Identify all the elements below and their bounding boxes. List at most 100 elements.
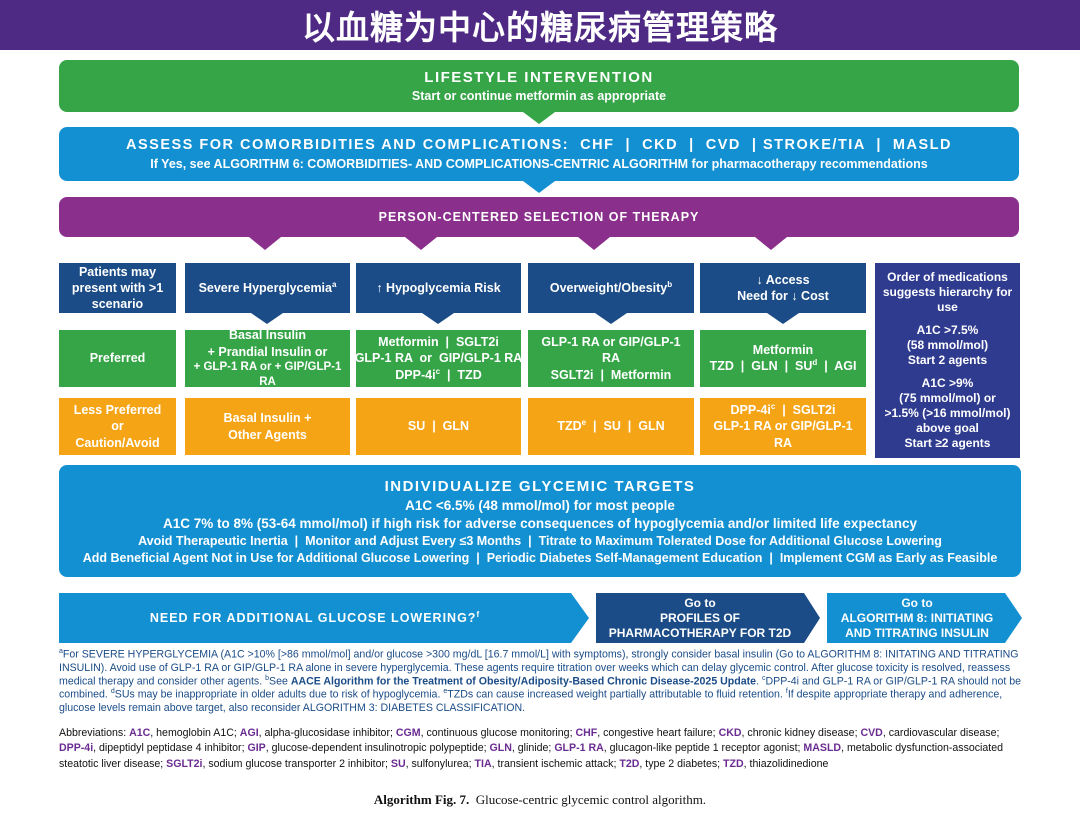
order-line6: (75 mmol/mol) or [899,391,996,405]
lifestyle-intervention-box: LIFESTYLE INTERVENTION Start or continue… [59,60,1019,124]
goto-algorithm8-line3: AND TITRATING INSULIN [845,625,989,640]
less-hypoglycemia-cell: SU | GLN [356,398,521,455]
abbreviation-definition: , congestive heart failure; [597,727,719,739]
footnote-b-marker: b [265,674,270,682]
preferred-label: Preferred [89,351,146,366]
less-preferred-label: Less Preferred or Caution/Avoid [73,403,162,450]
less-obesity-line1: TZDe | SU | GLN [557,418,665,434]
order-line7: >1.5% (>16 mmol/mol) [884,406,1011,420]
need-lowering-arrow-shape [59,593,589,643]
less-preferred-label-cell: Less Preferred or Caution/Avoid [59,398,176,455]
footnote-b-link[interactable]: AACE Algorithm for the Treatment of Obes… [290,675,757,688]
footnote-e-marker: e [443,688,448,696]
goto-algorithm8-line1: Go to [901,595,933,610]
col-header-hypoglycemia-risk: ↑ Hypoglycemia Risk [356,263,521,324]
col-header-severe-hyperglycemia-text: Severe Hyperglycemiaa [198,279,337,295]
footnote-a-marker: a [59,648,63,655]
abbreviation-term: TIA [474,757,492,770]
goto-profiles-line3: PHARMACOTHERAPY FOR T2D [608,625,792,640]
goto-profiles-line1: Go to [684,595,716,610]
col-1-arrow [251,313,283,324]
preferred-hypo-line1: Metformin | SGLT2i [378,335,499,350]
preferred-severe-line2: + Prandial Insulin or [207,344,328,359]
footnote-e-text: TZDs can cause increased weight partiall… [447,688,783,701]
person-arrow-2 [405,237,437,250]
less-obesity-cell: TZDe | SU | GLN [528,398,694,455]
preferred-cost-cell: Metformin TZD | GLN | SUd | AGI [700,330,866,387]
abbreviation-definition: , glucagon-like peptide 1 receptor agoni… [603,742,804,755]
abbreviation-term: GIP [247,742,266,755]
abbreviation-term: MASLD [803,742,842,755]
less-severe-cell: Basal Insulin + Other Agents [185,398,350,455]
col-header-access-cost: ↓ Access Need for ↓ Cost [700,263,866,324]
footnotes: aFor SEVERE HYPERGLYCEMIA (A1C >10% [>86… [59,648,1025,715]
col-header-hypoglycemia-risk-text: ↑ Hypoglycemia Risk [376,280,501,295]
abbreviation-definition: , metabolic dysfunction-associated steat… [59,742,1004,770]
col-header-severe-hyperglycemia: Severe Hyperglycemiaa [185,263,350,324]
order-line9: Start ≥2 agents [904,436,991,450]
row-header-scenario-text: Patients may present with >1 scenario [71,264,164,312]
targets-line3: Avoid Therapeutic Inertia | Monitor and … [138,533,942,548]
footnote-d-marker: d [110,688,115,696]
abbreviation-term: CGM [395,727,421,739]
goto-algorithm8-arrow: Go to ALGORITHM 8: INITIATING AND TITRAT… [827,593,1007,643]
targets-line2: A1C 7% to 8% (53-64 mmol/mol) if high ri… [163,515,917,531]
lifestyle-arrow [523,112,555,124]
person-arrow-4 [755,237,787,250]
assess-arrow [523,181,555,193]
need-lowering-text: NEED FOR ADDITIONAL GLUCOSE LOWERING?f [149,610,481,626]
preferred-hypoglycemia-cell: Metformin | SGLT2i GLP-1 RA or GIP/GLP-1… [355,330,522,387]
footnote-b-post: . [756,675,760,688]
abbreviation-definition: , hemoglobin A1C; [150,727,240,739]
preferred-severe-line3: + GLP-1 RA or + GIP/GLP-1 RA [193,360,342,388]
preferred-cost-line2: TZD | GLN | SUd | AGI [709,358,857,374]
goto-profiles-arrow-shape [596,593,820,643]
assess-comorbidities-box: ASSESS FOR COMORBIDITIES AND COMPLICATIO… [59,127,1019,193]
need-lowering-arrow: NEED FOR ADDITIONAL GLUCOSE LOWERING?f [59,593,571,643]
order-line3: (58 mmol/mol) [906,338,989,352]
preferred-obesity-cell: GLP-1 RA or GIP/GLP-1 RA SGLT2i | Metfor… [528,330,694,387]
col-header-cost-text: Need for ↓ Cost [737,289,829,303]
abbreviations-list: A1C, hemoglobin A1C; AGI, alpha-glucosid… [59,727,1003,770]
abbreviation-term: SGLT2i [166,757,203,770]
page-title-text: 以血糖为中心的糖尿病管理策略 [302,9,778,46]
abbreviation-definition: , glinide; [511,742,555,755]
preferred-obesity-line1: GLP-1 RA or GIP/GLP-1 RA [541,335,681,366]
less-cost-cell: DPP-4ic | SGLT2i GLP-1 RA or GIP/GLP-1 R… [700,398,866,455]
abbreviation-definition: , sulfonylurea; [405,757,475,770]
abbreviation-definition: , thiazolidinedione [743,757,829,770]
less-cost-line1: DPP-4ic | SGLT2i [730,402,836,418]
preferred-cost-line1: Metformin [752,343,814,358]
abbreviation-term: T2D [619,757,640,770]
footnote-f-marker: f [785,688,788,696]
goto-profiles-arrow: Go to PROFILES OF PHARMACOTHERAPY FOR T2… [596,593,804,643]
targets-line1: A1C <6.5% (48 mmol/mol) for most people [405,497,675,513]
person-title: PERSON-CENTERED SELECTION OF THERAPY [378,210,700,224]
order-line8: above goal [916,421,979,435]
col-3-arrow [595,313,627,324]
preferred-obesity-line2: SGLT2i | Metformin [550,367,672,382]
caption-label: Algorithm Fig. 7. [373,792,470,807]
caption-text: Glucose-centric glycemic control algorit… [469,792,707,807]
preferred-hypo-line3: DPP-4ic | TZD [395,366,482,382]
assess-subtitle: If Yes, see ALGORITHM 6: COMORBIDITIES- … [150,157,928,171]
abbreviation-term: TZD [723,757,744,770]
footnote-a-text: For SEVERE HYPERGLYCEMIA (A1C >10% [>86 … [59,648,1019,688]
preferred-label-cell: Preferred [59,330,176,387]
abbreviation-term: DPP-4i [59,742,94,755]
targets-title: INDIVIDUALIZE GLYCEMIC TARGETS [384,477,696,495]
goto-algorithm8-arrow-shape [827,593,1022,643]
col-2-arrow [422,313,454,324]
abbreviation-definition: , alpha-glucosidase inhibitor; [258,727,396,739]
footnote-d-text: SUs may be inappropriate in older adults… [114,688,441,701]
col-header-access-text: ↓ Access [756,272,810,287]
person-arrow-3 [578,237,610,250]
abbreviation-definition: , dipeptidyl peptidase 4 inhibitor; [93,742,248,755]
less-severe-line2: Other Agents [228,427,307,442]
abbreviation-definition: , chronic kidney disease; [741,727,861,739]
order-of-medications-box: Order of medications suggests hierarchy … [875,263,1020,458]
assess-title: ASSESS FOR COMORBIDITIES AND COMPLICATIO… [126,137,952,153]
abbreviation-term: AGI [239,727,259,739]
footnote-c-marker: c [761,674,766,682]
abbreviation-definition: , cardiovascular disease; [882,727,1000,739]
